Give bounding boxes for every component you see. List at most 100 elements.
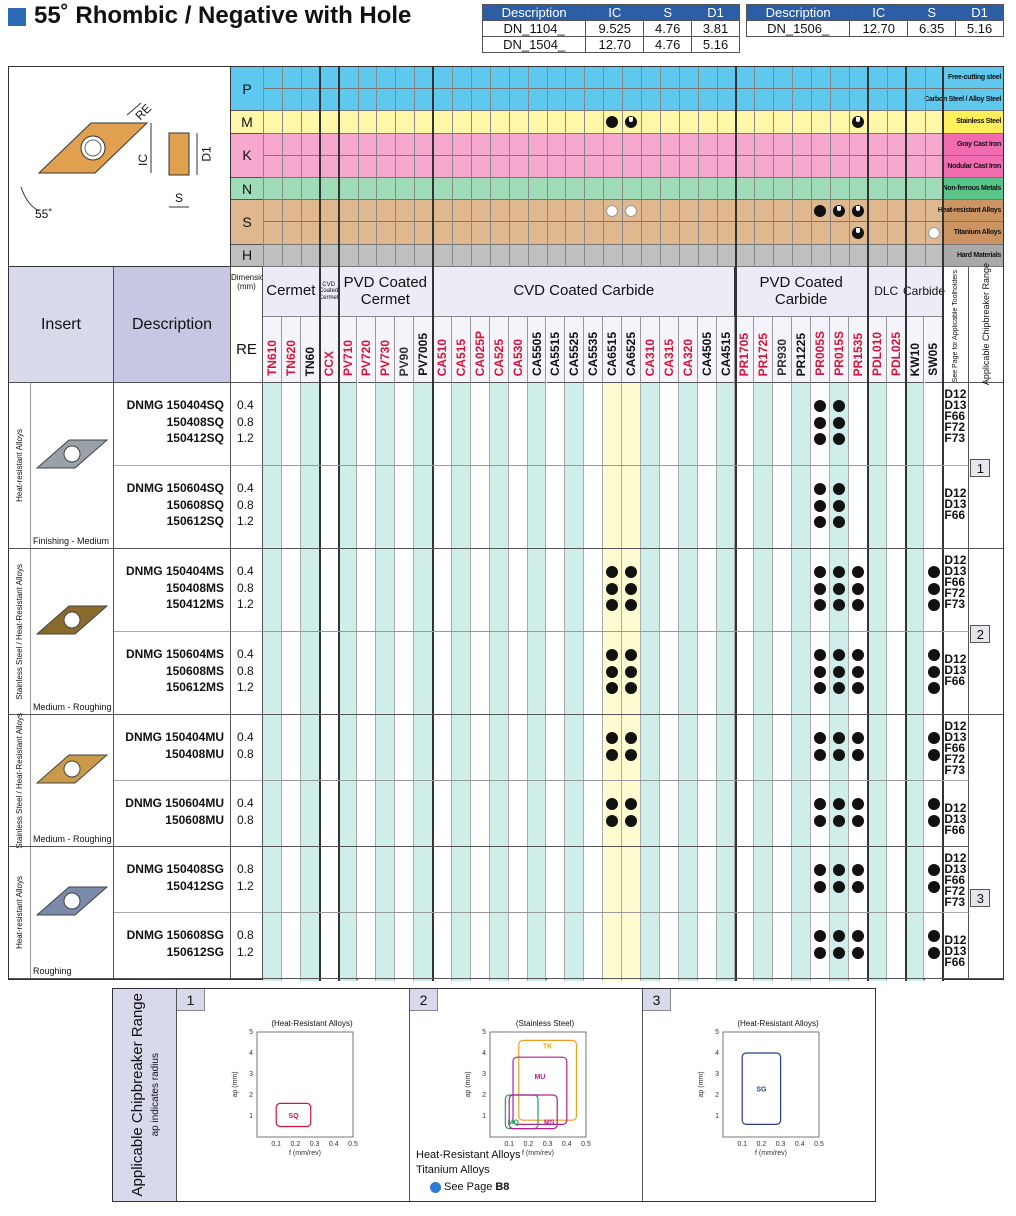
grade-name-text: PR1705 — [737, 332, 752, 376]
insert-image-cell: Medium - Roughing — [31, 549, 114, 715]
availability-dot — [833, 599, 845, 611]
availability-dot — [851, 880, 864, 893]
section-line — [9, 548, 970, 549]
toolholder-page: D12 — [944, 652, 967, 666]
grade-group-header: CVD Coated Carbide — [433, 267, 736, 317]
note-line-2: Titanium Alloys — [416, 1164, 490, 1176]
group-separator — [942, 67, 945, 981]
s-label: S — [175, 191, 184, 205]
availability-dot — [927, 946, 940, 959]
x-axis-label: f (mm/rev) — [522, 1150, 554, 1157]
grade-name-text: CA025P — [472, 330, 487, 376]
grid-line — [357, 67, 359, 267]
material-code-P: P — [231, 67, 263, 112]
chart-caption: (Stainless Steel) — [515, 1019, 575, 1028]
availability-dot — [625, 566, 638, 578]
insert-code: 150408MU — [165, 746, 224, 761]
grid-line — [376, 67, 378, 267]
cutting-range-label: Medium - Roughing — [33, 702, 112, 712]
grade-name: PR1535 — [848, 317, 868, 383]
insert-photo-icon — [35, 886, 109, 916]
availability-dot — [814, 566, 827, 578]
grade-name-text: PR1535 — [850, 332, 865, 376]
toolholder-page: D13 — [944, 862, 967, 876]
grid-line — [300, 67, 302, 267]
availability-dot — [833, 416, 845, 429]
arrow-circle-icon — [430, 1181, 441, 1193]
y-tick-label: 5 — [249, 1029, 253, 1036]
re-value: 0.4 — [237, 647, 254, 661]
grade-name: CA510 — [433, 317, 452, 383]
availability-dot — [814, 499, 827, 512]
grade-name: CA6525 — [622, 317, 641, 383]
chart-number: 2 — [410, 989, 438, 1011]
availability-dot — [833, 649, 845, 661]
availability-dot — [814, 433, 827, 445]
toolholder-page: F66 — [944, 409, 966, 423]
toolholder-page: F72 — [944, 752, 966, 766]
availability-dot — [851, 798, 864, 810]
material-row-label: Titanium Alloys — [943, 222, 1003, 245]
y-tick-label: 5 — [715, 1029, 719, 1036]
availability-dot — [833, 516, 845, 528]
y-tick-label: 1 — [249, 1113, 253, 1120]
toolholder-page: F66 — [944, 741, 966, 755]
usage-mark-solid — [814, 205, 827, 218]
toolholder-page: F72 — [944, 420, 966, 434]
region-label: MQ — [508, 1120, 520, 1127]
grid-line — [697, 67, 699, 267]
toolholder-page: F72 — [944, 884, 966, 898]
grid-line — [470, 67, 472, 267]
insert-code: 150408MS — [165, 580, 224, 595]
toolholder-page: D13 — [944, 663, 967, 677]
availability-dot — [814, 599, 827, 611]
row-line — [263, 465, 944, 466]
grid-line — [924, 67, 926, 267]
d1-label: D1 — [199, 146, 214, 162]
grade-name-text: TN620 — [283, 339, 298, 376]
grid-line — [773, 67, 775, 267]
re-value: 0.4 — [237, 730, 254, 744]
insert-code: 150608SQ — [166, 497, 224, 512]
availability-dot — [625, 814, 638, 827]
grade-name-text: PV7005 — [416, 333, 431, 376]
grade-column — [263, 383, 282, 981]
grid-line — [546, 67, 548, 267]
dim-cell: 12.70 — [585, 36, 645, 53]
availability-dot — [851, 748, 864, 761]
toolholder-page: D13 — [944, 730, 967, 744]
toolholder-page: F66 — [944, 575, 966, 589]
grade-column — [470, 383, 490, 981]
insert-code: DNMG 150404SQ — [126, 398, 224, 412]
chipbreaker-range-number: 1 — [970, 459, 991, 477]
toolholder-page: F66 — [944, 823, 966, 837]
re-value: 0.8 — [237, 497, 254, 512]
grade-column — [338, 383, 358, 981]
grid-line — [848, 67, 850, 267]
grade-column — [886, 383, 906, 981]
re-header: RE — [231, 317, 263, 383]
x-tick-label: 0.1 — [271, 1141, 281, 1148]
toolholder-page: D12 — [944, 801, 967, 815]
availability-dot — [833, 798, 845, 810]
grade-column — [905, 383, 925, 981]
availability-dot — [833, 814, 845, 827]
cutting-range-label: Roughing — [33, 966, 72, 976]
chipbreaker-header-text: Applicable Chipbreaker Range — [981, 263, 992, 386]
grade-column — [659, 383, 679, 981]
grade-name-text: CA530 — [510, 338, 525, 376]
grade-name: PDL025 — [886, 317, 906, 383]
chart-number: 1 — [177, 989, 205, 1011]
grade-column — [281, 383, 301, 981]
toolholder-page: D12 — [944, 719, 967, 733]
availability-dot — [606, 732, 619, 744]
